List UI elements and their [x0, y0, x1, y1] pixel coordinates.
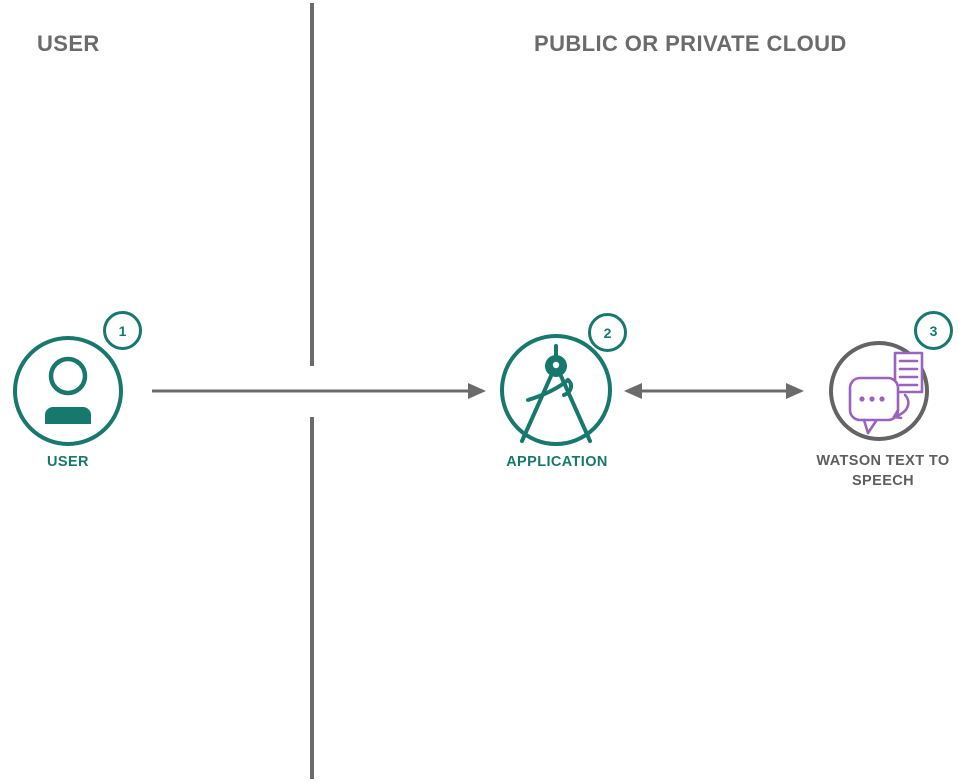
node-user [13, 336, 123, 446]
person-icon [45, 356, 91, 424]
region-divider-bottom-segment [310, 417, 314, 779]
arrow-user-to-application [152, 383, 486, 399]
step-badge-1: 1 [103, 311, 142, 350]
node-application [500, 334, 612, 446]
region-header-user: USER [37, 31, 100, 56]
text-to-speech-icon [848, 351, 924, 435]
step-badge-2-number: 2 [603, 324, 612, 341]
node-watson-label: WATSON TEXT TO SPEECH [816, 453, 950, 489]
arrow-application-to-watson-bidirectional [624, 383, 804, 399]
region-header-cloud: PUBLIC OR PRIVATE CLOUD [534, 31, 847, 56]
step-badge-3-number: 3 [929, 322, 938, 339]
node-watson-text-to-speech [829, 341, 929, 441]
node-user-label: USER [47, 454, 89, 470]
step-badge-2: 2 [588, 313, 627, 352]
step-badge-1-number: 1 [118, 322, 127, 339]
drafting-compass-icon [520, 344, 592, 443]
step-badge-3: 3 [914, 311, 953, 350]
region-divider-top-segment [310, 3, 314, 366]
node-application-label: APPLICATION [506, 454, 608, 470]
